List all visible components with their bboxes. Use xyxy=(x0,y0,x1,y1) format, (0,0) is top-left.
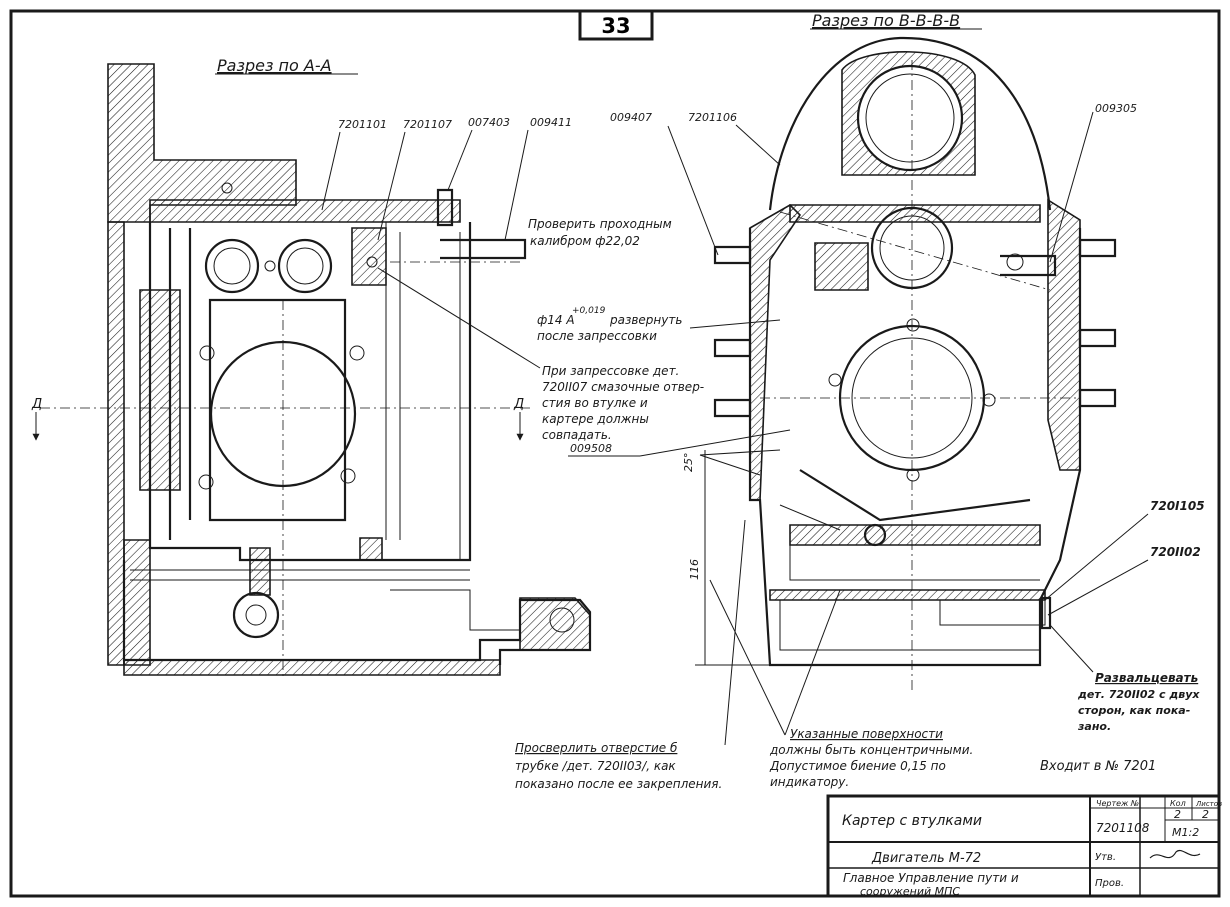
note-roll: Развальцевать дет. 720II02 с двух сторон… xyxy=(1049,624,1200,733)
title-block-approved-label: Утв. xyxy=(1095,852,1116,863)
title-block-org-line1: Главное Управление пути и xyxy=(843,871,1019,885)
title-block-number: 7201108 xyxy=(1096,821,1150,835)
note-ream: ф14 А +0,019 развернуть после запрессовк… xyxy=(537,306,781,343)
title-block-org-line2: сооружений МПС xyxy=(860,885,960,898)
approved-signature xyxy=(1149,850,1201,859)
note-roll-line1: Развальцевать xyxy=(1095,671,1198,685)
section-bb-title: Разрез по В-В-В-В xyxy=(812,11,960,30)
ref-7201107: 7201107 xyxy=(403,118,452,131)
note-roll-line3: сторон, как пока- xyxy=(1078,704,1190,717)
title-block-hdr-sheets: Листов xyxy=(1195,800,1222,808)
ref-009411: 009411 xyxy=(530,116,572,129)
note-check-through-line2: калибром ф22,02 xyxy=(530,234,640,248)
note-ream-line2: после запрессовки xyxy=(537,329,657,343)
note-press-fit: При запрессовке дет. 720II07 смазочные о… xyxy=(377,267,704,442)
dim-angle: 25° xyxy=(682,453,695,473)
title-block-hdr-qty: Кол xyxy=(1170,799,1186,808)
note-press-fit-line2: 720II07 смазочные отвер- xyxy=(542,380,704,394)
note-press-fit-line1: При запрессовке дет. xyxy=(542,364,679,378)
cut-mark-left: Д xyxy=(31,397,42,412)
title-block-qty: 2 xyxy=(1174,808,1181,821)
ref-720II02: 720II02 xyxy=(1150,545,1201,559)
note-drill-line1: Просверлить отверстие б xyxy=(515,741,678,755)
title-block-hdr-count: Чертеж № xyxy=(1096,799,1139,808)
ref-7201101: 7201101 xyxy=(338,118,387,131)
ref-009407: 009407 xyxy=(610,111,652,124)
note-009508: 009508 xyxy=(568,429,791,457)
ref-009305: 009305 xyxy=(1095,102,1137,115)
title-block-sheets: 2 xyxy=(1202,808,1209,821)
section-bb-view: 25° 116 xyxy=(682,36,1117,690)
title-block-checked-label: Пров. xyxy=(1095,878,1124,889)
note-included-in: Входит в № 7201 xyxy=(1040,759,1156,774)
note-drill-line3: показано после ее закрепления. xyxy=(515,777,722,791)
note-press-fit-line4: картере должны xyxy=(542,412,649,426)
title-block-scale: М1:2 xyxy=(1172,826,1199,839)
note-check-through: Проверить проходным калибром ф22,02 xyxy=(528,217,672,248)
note-roll-line2: дет. 720II02 с двух xyxy=(1077,688,1200,701)
section-aa-title: Разрез по А-А xyxy=(217,56,332,75)
note-drill-line2: трубке /дет. 720II03/, как xyxy=(515,759,676,773)
note-surfaces-line3: Допустимое биение 0,15 по xyxy=(769,759,946,773)
note-ream-size: ф14 А xyxy=(537,313,575,327)
note-ream-tolerance: +0,019 xyxy=(572,306,606,316)
note-check-through-line1: Проверить проходным xyxy=(528,217,672,231)
title-block: Картер с втулками Чертеж № Кол Листов 2 … xyxy=(826,794,1222,898)
page-number: 33 xyxy=(601,14,630,38)
cut-mark-right: Д xyxy=(513,397,524,412)
note-surfaces-line2: должны быть концентричными. xyxy=(769,743,973,757)
dim-height: 116 xyxy=(688,559,701,580)
note-roll-line4: зано. xyxy=(1077,720,1111,733)
page-number-box: 33 xyxy=(578,9,654,41)
note-surfaces-line4: индикатору. xyxy=(770,775,849,789)
note-press-fit-line3: стия во втулке и xyxy=(542,396,648,410)
ref-7201106: 7201106 xyxy=(688,111,737,124)
section-aa-view: Д Д xyxy=(31,63,592,680)
title-block-engine: Двигатель М-72 xyxy=(871,851,981,866)
note-surfaces-line1: Указанные поверхности xyxy=(790,727,943,741)
ref-720I105: 720I105 xyxy=(1150,499,1205,513)
note-press-fit-line5: совпадать. xyxy=(542,428,612,442)
note-ream-action: развернуть xyxy=(609,313,682,327)
ref-009508: 009508 xyxy=(570,442,612,455)
note-surfaces: Указанные поверхности должны быть концен… xyxy=(709,579,973,789)
title-block-name: Картер с втулками xyxy=(842,813,982,829)
ref-007403: 007403 xyxy=(468,116,510,129)
note-drill: Просверлить отверстие б трубке /дет. 720… xyxy=(515,519,746,791)
